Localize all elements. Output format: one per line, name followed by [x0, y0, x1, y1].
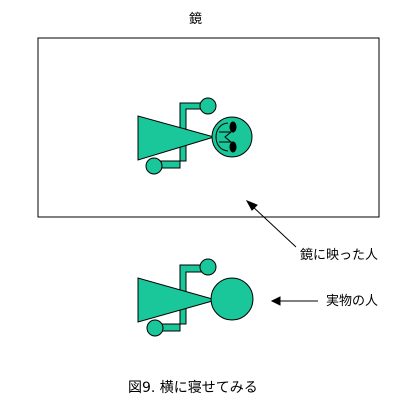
reflected-lower-hand [145, 157, 163, 175]
real-person-label: 実物の人 [326, 294, 379, 309]
real-head [210, 277, 254, 321]
real-lower-hand [146, 319, 164, 337]
reflected-head [211, 116, 253, 158]
real-person [137, 258, 254, 337]
figure-caption: 図9. 横に寝せてみる [128, 380, 258, 396]
real-person-arrow [270, 296, 318, 306]
reflection-arrow [245, 200, 297, 248]
reflected-eye-top [229, 121, 237, 133]
reflected-eye-bottom [229, 141, 237, 153]
real-upper-hand [199, 258, 217, 276]
mirror-frame [37, 37, 380, 218]
reflected-nose [219, 131, 233, 143]
reflection-label: 鏡に映った人 [300, 248, 379, 263]
reflected-body [137, 115, 216, 161]
reflected-face-arc [215, 122, 229, 152]
real-body [137, 277, 218, 323]
reflected-upper-hand [199, 97, 217, 115]
reflected-person [137, 97, 253, 175]
mirror-title: 鏡 [189, 12, 203, 27]
